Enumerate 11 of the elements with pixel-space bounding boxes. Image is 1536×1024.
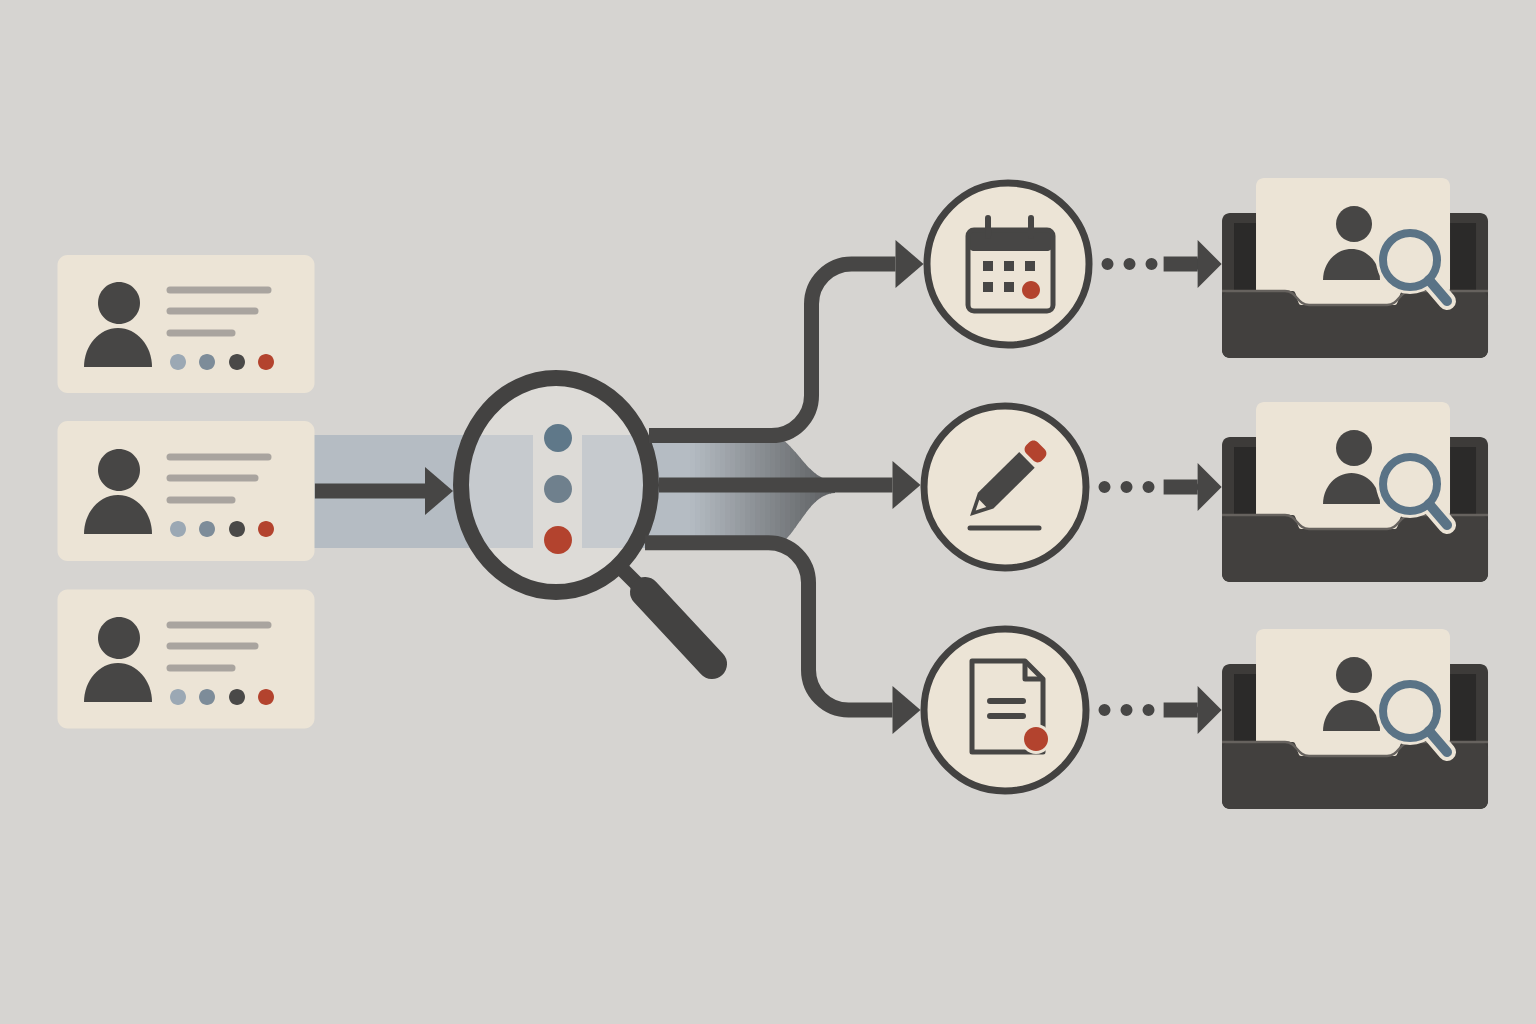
arrow (314, 467, 453, 515)
card-tray (1222, 629, 1488, 809)
arrow (645, 535, 921, 734)
arrow (649, 240, 924, 444)
card-tray (1222, 178, 1488, 358)
magnifying-glass (453, 370, 727, 679)
dotted-arrow (1098, 463, 1222, 511)
arrow (659, 461, 921, 509)
card-tray (1222, 402, 1488, 582)
dotted-arrow (1098, 686, 1222, 734)
dotted-arrow (1101, 240, 1222, 288)
